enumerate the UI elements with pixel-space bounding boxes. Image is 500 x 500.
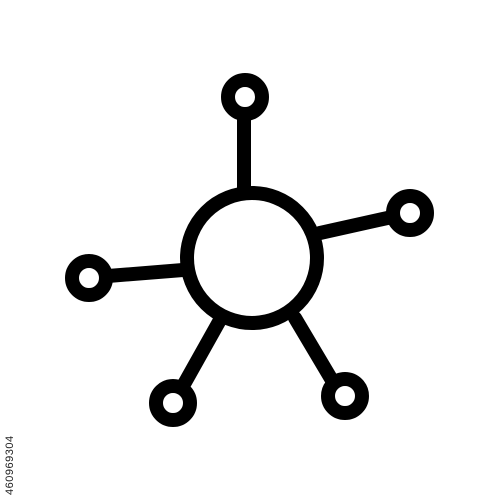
spoke-left [101, 263, 190, 283]
node-right [386, 189, 434, 237]
spoke-bottom-left [176, 313, 227, 393]
node-left [65, 254, 113, 302]
spoke-bottom-right [288, 311, 340, 389]
spoke-right [313, 210, 399, 240]
hub-circle [180, 186, 324, 330]
node-bottom-left [149, 379, 197, 427]
watermark-id-text: 460969304 [4, 435, 16, 495]
node-bottom-right [321, 372, 369, 420]
node-top [221, 73, 269, 121]
